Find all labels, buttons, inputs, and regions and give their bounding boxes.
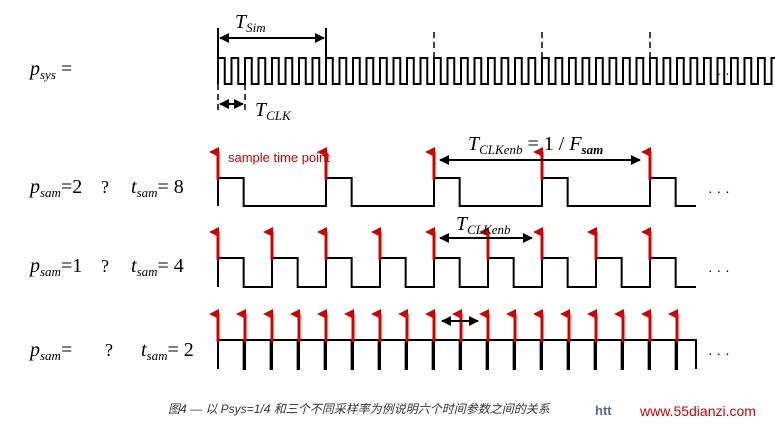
t-sim-label: TSim xyxy=(235,11,266,35)
t-clkenb-equation: TCLKenb = 1 / Fsam xyxy=(468,133,603,157)
row2-question-mark: ? xyxy=(101,256,109,276)
sample-time-point-label: sample time point xyxy=(228,150,330,165)
system-clock-waveform xyxy=(217,57,775,85)
t-clk-label: TCLK xyxy=(255,99,292,123)
row3-p-sam-label: psam= xyxy=(28,339,72,363)
row1-t-sam-label: tsam= 8 xyxy=(131,176,184,200)
sample-enable-waveform xyxy=(217,339,697,370)
figure-caption: 图4 — 以 Psys=1/4 和三个不同采样率为例说明六个时间参数之间的关系 xyxy=(168,402,551,416)
watermark-right: www.55dianzi.com xyxy=(639,403,756,419)
sample-enable-waveform xyxy=(217,177,696,207)
row2-t-sam-label: tsam= 4 xyxy=(131,255,184,279)
row2-p-sam-label: psam=1 xyxy=(28,255,82,279)
row1-question-mark: ? xyxy=(101,177,109,197)
row3-t-sam-label: tsam= 2 xyxy=(141,339,194,363)
clock-ellipsis: · · · xyxy=(708,65,730,81)
row1-p-sam-label: psam=2 xyxy=(28,176,82,200)
row2-ellipsis: · · · xyxy=(708,262,730,278)
sample-row-3 xyxy=(209,309,697,370)
sample-enable-waveform xyxy=(217,257,696,288)
watermark-left: htt xyxy=(595,403,612,418)
p-sys-label: psys = xyxy=(28,58,72,82)
sample-row-2 xyxy=(209,227,696,288)
row3-ellipsis: · · · xyxy=(708,345,730,361)
row1-ellipsis: · · · xyxy=(708,183,730,199)
row3-question-mark: ? xyxy=(105,340,113,360)
t-clkenb-label: TCLKenb xyxy=(456,213,511,237)
